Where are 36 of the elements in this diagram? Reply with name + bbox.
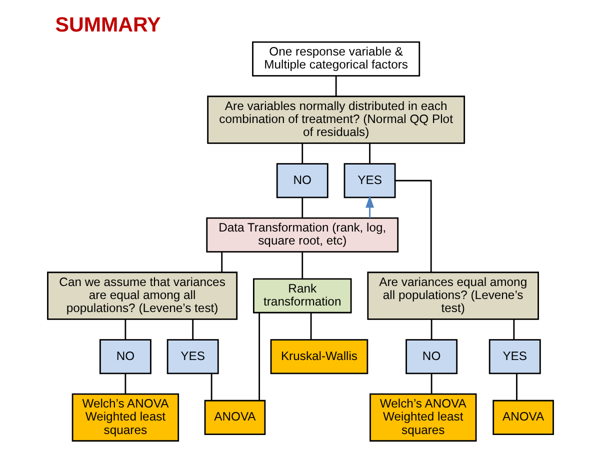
node-box: Welch’s ANOVA Weighted least squares: [71, 393, 179, 442]
node-box: Kruskal-Wallis: [270, 339, 368, 374]
connector: [394, 180, 432, 272]
node-box: YES: [343, 163, 396, 198]
node-box: Are variances equal among all populations? (Levene’s test): [366, 272, 538, 320]
connector: [512, 319, 514, 340]
node-box: NO: [405, 339, 458, 374]
diagram-title: SUMMARY: [54, 13, 160, 36]
connector: [430, 374, 432, 394]
node-box: Welch’s ANOVA Weighted least squares: [369, 393, 476, 442]
connector: [301, 252, 303, 279]
node-box: ANOVA: [492, 400, 554, 436]
connector: [301, 143, 303, 164]
node-box: YES: [488, 339, 540, 374]
connector: [301, 198, 303, 218]
node-box: Data Transformation (rank, log, square root, etc): [206, 217, 398, 252]
node-box: YES: [166, 339, 218, 374]
node-box: NO: [98, 339, 151, 374]
node-box: NO: [276, 163, 328, 198]
connector: [124, 319, 126, 340]
node-box: Are variables normally distributed in each combination of treatment? (Normal QQ Plot of residuals): [206, 96, 465, 144]
connector: [368, 143, 370, 164]
node-box: Can we assume that variances are equal among all populations? (Levene’s test): [46, 272, 238, 320]
connector: [430, 319, 432, 340]
connector: [334, 76, 336, 96]
node-box: Rank transformation: [252, 278, 352, 314]
arrow: [365, 196, 374, 218]
connector: [516, 374, 517, 401]
connector: [310, 312, 312, 340]
node-box: ANOVA: [204, 400, 266, 436]
connector: [192, 319, 194, 340]
connector: [220, 252, 222, 272]
connector: [124, 374, 126, 394]
node-box: One response variable & Multiple categorical factors: [252, 41, 420, 76]
connector: [210, 374, 212, 401]
connector: [258, 312, 260, 400]
